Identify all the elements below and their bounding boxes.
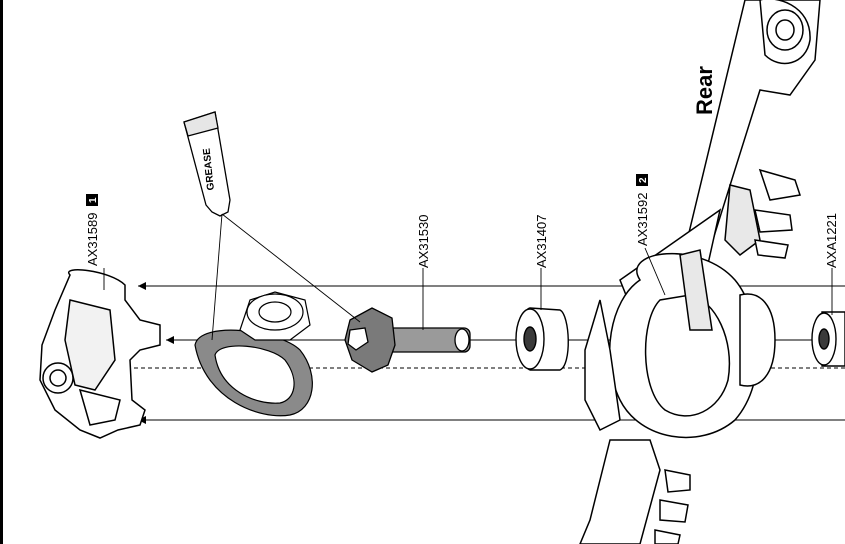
ring-gear (194, 291, 313, 417)
diff-cover (39, 269, 161, 439)
part-label-ax31592: AX31592 (635, 193, 650, 247)
rear-label: Rear (692, 66, 717, 115)
part-label-ax31589: AX31589 (85, 213, 100, 267)
part-label-axa1221: AXA1221 (824, 213, 839, 268)
part-label-ax31530: AX31530 (416, 215, 431, 269)
pinion-gear (344, 307, 471, 373)
page-border-left (0, 0, 3, 544)
bearing-ax31407 (515, 307, 569, 371)
grease-label: GREASE (202, 147, 217, 190)
axle-housing (579, 0, 821, 544)
step-badge-2: 2 (638, 177, 649, 183)
part-labels: AX31589 1 AX31530 AX31407 AX31592 2 AXA1… (85, 174, 839, 268)
part-label-ax31407: AX31407 (534, 215, 549, 269)
grease-tube: GREASE (183, 111, 231, 217)
step-badge-1: 1 (88, 197, 99, 203)
bearing-axa1221 (811, 311, 845, 367)
leader-lines (103, 213, 833, 341)
